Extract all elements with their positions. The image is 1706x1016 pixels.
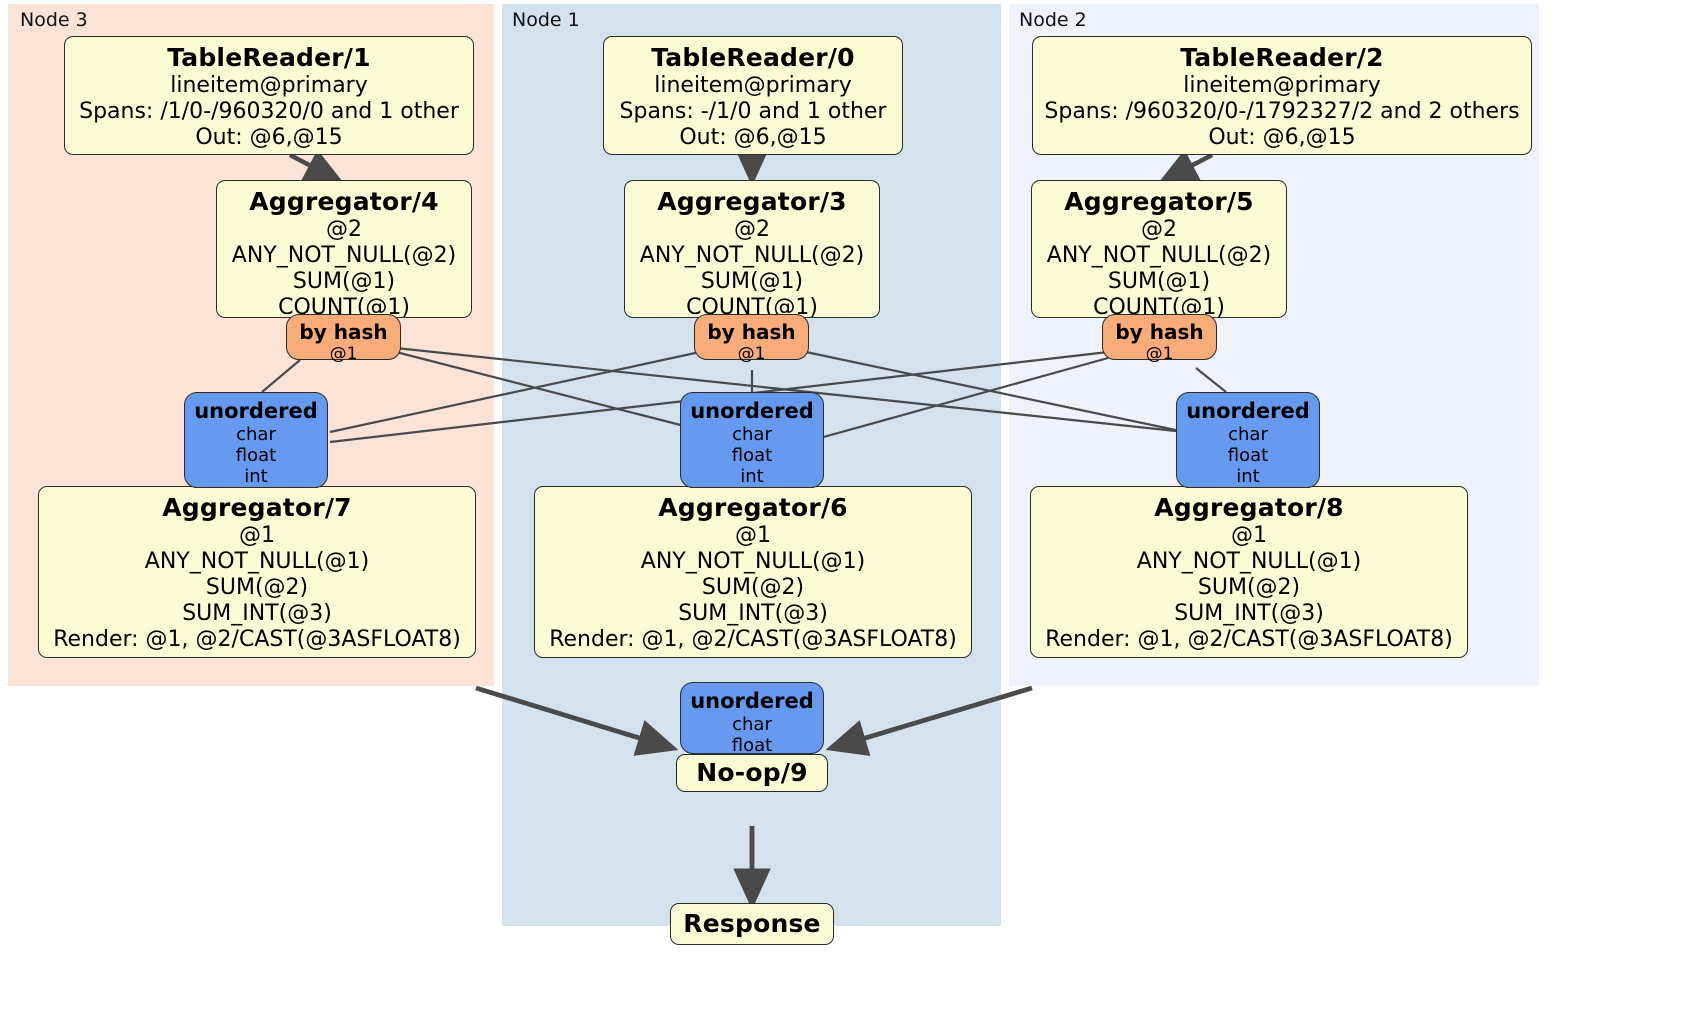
processor-func-1: ANY_NOT_NULL(@2) (1046, 243, 1272, 268)
processor-spans: Spans: /960320/0-/1792327/2 and 2 others (1044, 99, 1520, 124)
processor-func-1: ANY_NOT_NULL(@2) (639, 243, 865, 268)
processor-title: Aggregator/5 (1064, 187, 1254, 216)
processor-render: Render: @1, @2/CAST(@3ASFLOAT8) (53, 627, 461, 652)
input-sync-unordered-right[interactable]: unordered char float int (1176, 392, 1320, 488)
processor-group: @2 (1141, 217, 1177, 242)
processor-aggregator-5[interactable]: Aggregator/5 @2 ANY_NOT_NULL(@2) SUM(@1)… (1031, 180, 1287, 320)
processor-func-2: SUM(@2) (701, 575, 805, 600)
processor-group: @1 (735, 523, 771, 548)
processor-title: Aggregator/6 (658, 493, 848, 522)
sync-title: unordered (690, 399, 814, 423)
processor-func-3: SUM_INT(@3) (1174, 601, 1324, 626)
sync-title: unordered (194, 399, 318, 423)
processor-aggregator-4[interactable]: Aggregator/4 @2 ANY_NOT_NULL(@2) SUM(@1)… (216, 180, 472, 320)
output-router-by-hash-right[interactable]: by hash @1 (1102, 314, 1217, 364)
processor-tablereader-1[interactable]: TableReader/1 lineitem@primary Spans: /1… (64, 36, 474, 155)
processor-no-op-9[interactable]: No-op/9 (676, 754, 828, 792)
processor-func-1: ANY_NOT_NULL(@2) (231, 243, 457, 268)
processor-render: Render: @1, @2/CAST(@3ASFLOAT8) (1045, 627, 1453, 652)
sync-type-2: float (1227, 445, 1269, 466)
processor-group: @2 (326, 217, 362, 242)
output-router-by-hash-left[interactable]: by hash @1 (286, 314, 401, 364)
router-title: by hash (1115, 320, 1204, 344)
processor-group: @1 (239, 523, 275, 548)
processor-func-1: ANY_NOT_NULL(@1) (144, 549, 370, 574)
processor-func-2: SUM(@1) (1107, 269, 1211, 294)
processor-tablereader-0[interactable]: TableReader/0 lineitem@primary Spans: -/… (603, 36, 903, 155)
processor-func-2: SUM(@1) (292, 269, 396, 294)
processor-group: @1 (1231, 523, 1267, 548)
panel-label-node-1: Node 1 (512, 9, 580, 31)
processor-aggregator-8[interactable]: Aggregator/8 @1 ANY_NOT_NULL(@1) SUM(@2)… (1030, 486, 1468, 658)
sync-type-2: float (235, 445, 277, 466)
processor-func-3: SUM_INT(@3) (182, 601, 332, 626)
sync-title: unordered (690, 689, 814, 713)
processor-title: Aggregator/8 (1154, 493, 1344, 522)
processor-group: @2 (734, 217, 770, 242)
processor-response[interactable]: Response (670, 903, 834, 945)
processor-out: Out: @6,@15 (195, 125, 343, 150)
processor-render: Render: @1, @2/CAST(@3ASFLOAT8) (549, 627, 957, 652)
processor-table: lineitem@primary (654, 73, 852, 98)
processor-out: Out: @6,@15 (1208, 125, 1356, 150)
processor-func-2: SUM(@1) (700, 269, 804, 294)
processor-func-2: SUM(@2) (205, 575, 309, 600)
router-column: @1 (1145, 344, 1174, 364)
processor-func-1: ANY_NOT_NULL(@1) (640, 549, 866, 574)
processor-title: Aggregator/3 (657, 187, 847, 216)
sync-type-1: char (1228, 424, 1268, 445)
processor-title: TableReader/2 (1180, 43, 1384, 72)
processor-func-1: ANY_NOT_NULL(@1) (1136, 549, 1362, 574)
output-router-by-hash-center[interactable]: by hash @1 (694, 314, 809, 364)
processor-title: Aggregator/4 (249, 187, 439, 216)
input-sync-unordered-final[interactable]: unordered char float (680, 682, 824, 756)
processor-table: lineitem@primary (170, 73, 368, 98)
processor-aggregator-7[interactable]: Aggregator/7 @1 ANY_NOT_NULL(@1) SUM(@2)… (38, 486, 476, 658)
processor-title: No-op/9 (696, 758, 808, 787)
input-sync-unordered-left[interactable]: unordered char float int (184, 392, 328, 488)
processor-out: Out: @6,@15 (679, 125, 827, 150)
processor-spans: Spans: /1/0-/960320/0 and 1 other (79, 99, 459, 124)
processor-func-2: SUM(@2) (1197, 575, 1301, 600)
processor-tablereader-2[interactable]: TableReader/2 lineitem@primary Spans: /9… (1032, 36, 1532, 155)
panel-label-node-3: Node 3 (20, 9, 88, 31)
processor-title: TableReader/1 (167, 43, 371, 72)
sync-type-1: char (732, 424, 772, 445)
processor-spans: Spans: -/1/0 and 1 other (619, 99, 887, 124)
processor-table: lineitem@primary (1183, 73, 1381, 98)
processor-title: TableReader/0 (651, 43, 855, 72)
sync-type-3: int (740, 466, 764, 487)
sync-title: unordered (1186, 399, 1310, 423)
input-sync-unordered-center[interactable]: unordered char float int (680, 392, 824, 488)
sync-type-1: char (236, 424, 276, 445)
processor-aggregator-3[interactable]: Aggregator/3 @2 ANY_NOT_NULL(@2) SUM(@1)… (624, 180, 880, 320)
router-title: by hash (299, 320, 388, 344)
processor-title: Aggregator/7 (162, 493, 352, 522)
processor-aggregator-6[interactable]: Aggregator/6 @1 ANY_NOT_NULL(@1) SUM(@2)… (534, 486, 972, 658)
router-column: @1 (329, 344, 358, 364)
sync-type-2: float (731, 735, 773, 756)
sync-type-3: int (1236, 466, 1260, 487)
processor-func-3: SUM_INT(@3) (678, 601, 828, 626)
sync-type-1: char (732, 714, 772, 735)
router-column: @1 (737, 344, 766, 364)
panel-label-node-2: Node 2 (1019, 9, 1087, 31)
processor-title: Response (683, 909, 821, 938)
router-title: by hash (707, 320, 796, 344)
sync-type-2: float (731, 445, 773, 466)
sync-type-3: int (244, 466, 268, 487)
